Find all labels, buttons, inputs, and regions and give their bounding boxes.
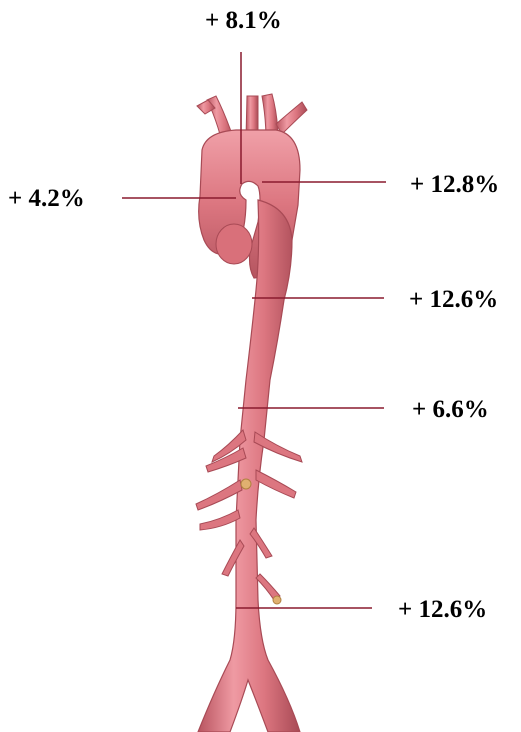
measurement-label-suprarenal: + 6.6% bbox=[412, 397, 489, 422]
measurement-label-ascending: + 4.2% bbox=[8, 186, 85, 211]
measurement-label-proximal-descending: + 12.8% bbox=[410, 172, 499, 197]
aortic-root bbox=[216, 224, 252, 264]
measurement-label-arch-top: + 8.1% bbox=[205, 8, 282, 33]
measurement-label-descending-thoracic: + 12.6% bbox=[409, 287, 498, 312]
measurement-label-infrarenal: + 12.6% bbox=[398, 597, 487, 622]
aorta-vessel bbox=[196, 94, 307, 732]
